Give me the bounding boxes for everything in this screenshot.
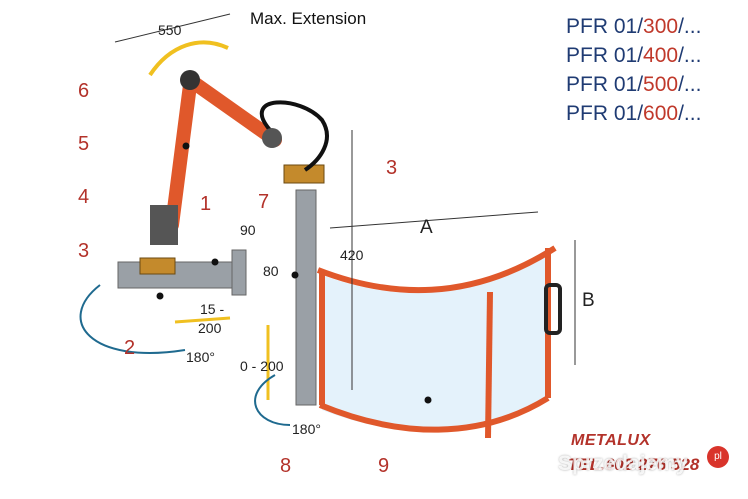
dim-15200-line [174,316,231,324]
angle-guard-label: 180° [292,421,321,437]
dim-550-label: 550 [158,22,182,38]
guard-frame-bottom [318,395,550,433]
watermark-text: Sprzedajemy [558,452,688,475]
base-clamp [139,257,176,275]
dim-420-label: 420 [340,247,364,263]
part-number-4: 4 [78,186,89,208]
model-list: PFR 01/300/... PFR 01/400/... PFR 01/500… [566,12,746,128]
dim-200-label: 200 [198,320,222,336]
leader-dot [424,396,432,404]
guard-frame-top [316,245,557,294]
part-number-6: 6 [78,80,89,102]
guard-frame-mid [485,291,493,439]
rotation-arc-base [79,284,186,354]
dim-15-label: 15 - [200,301,224,317]
part-number-3-left: 3 [78,240,89,262]
max-extension-label: Max. Extension [250,9,367,28]
dim-a-label: A [420,217,433,238]
dim-90-label: 90 [240,222,256,238]
tool-head [150,205,178,245]
base-beam [117,261,244,289]
part-number-9: 9 [378,455,389,477]
mast-column [295,189,317,406]
model-line: PFR 01/500/... [566,73,702,96]
model-line: PFR 01/300/... [566,15,702,38]
part-number-5: 5 [78,133,89,155]
guard-panel [322,250,548,431]
mast-top-block [283,164,325,184]
dim-550-line [114,13,231,43]
dim-80-label: 80 [263,263,279,279]
model-line: PFR 01/600/... [566,102,702,125]
part-number-2: 2 [124,337,135,359]
cable-hose [259,100,329,172]
dim-550-arc [148,40,229,77]
elbow-joint [180,70,200,90]
model-line: PFR 01/400/... [566,44,702,67]
angle-base-label: 180° [186,349,215,365]
base-plate [231,249,247,296]
leader-dot [182,142,190,150]
rotation-arc-guard [254,374,291,426]
guard-handle [544,283,562,335]
watermark-badge-icon: pl [707,446,729,468]
upper-arm [183,73,282,147]
dim-a-line [329,211,539,229]
brand-name: METALUX [571,432,651,449]
part-number-3-right: 3 [386,157,397,179]
leader-dot [156,292,164,300]
lower-arm [165,78,197,232]
dim-0200-label: 0 - 200 [240,358,284,374]
part-number-8: 8 [280,455,291,477]
dim-b-label: B [582,290,595,311]
phone-number: TEL.602 276 528 [568,455,700,474]
leader-dot [291,271,299,279]
part-number-7: 7 [258,191,269,213]
leader-dot [211,258,219,266]
shoulder-joint [262,128,282,148]
part-number-1: 1 [200,193,211,215]
